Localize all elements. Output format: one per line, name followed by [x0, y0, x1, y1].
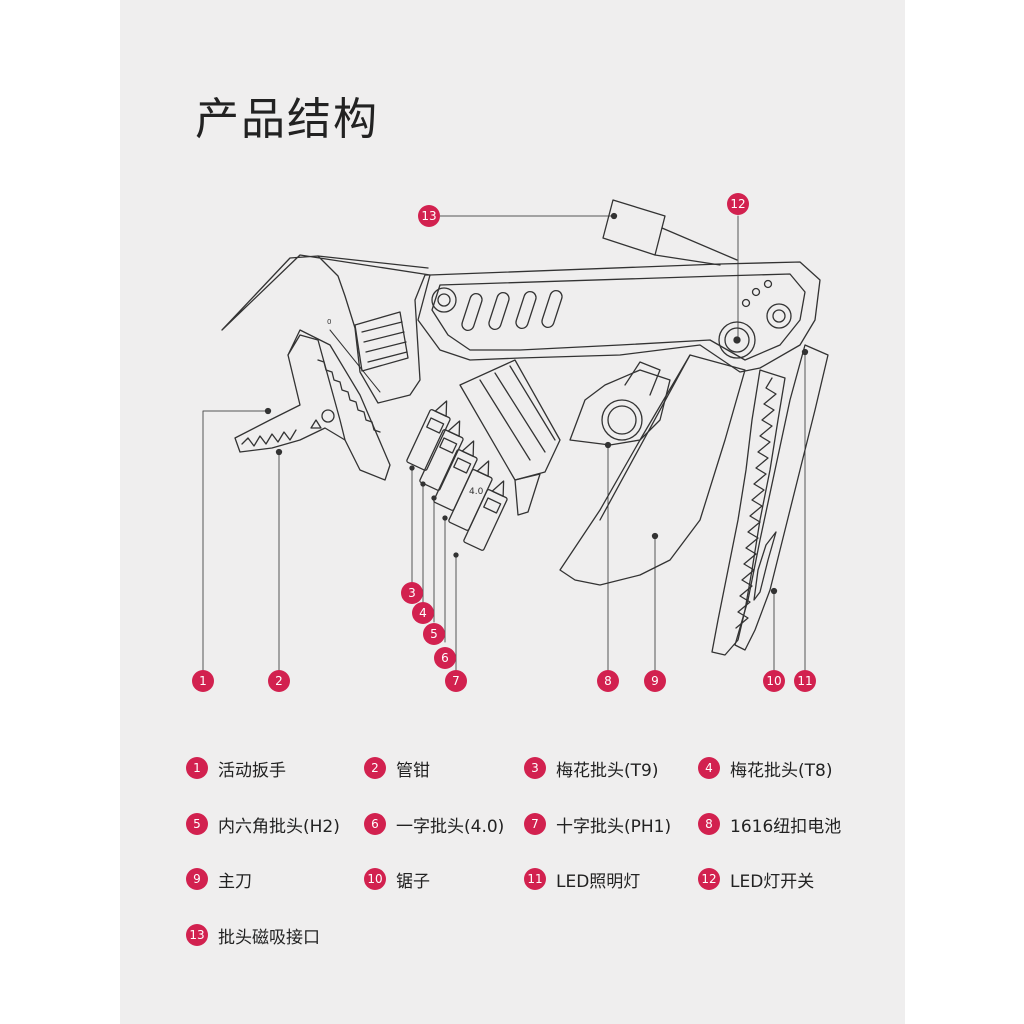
legend-label: 批头磁吸接口: [218, 927, 320, 948]
legend-item-1: 1 活动扳手: [186, 755, 286, 781]
legend-item-11: 11 LED照明灯: [524, 866, 640, 892]
legend-badge: 4: [698, 757, 720, 779]
callout-10: 10: [763, 670, 785, 692]
adjustable-wrench: 0: [221, 254, 431, 404]
legend-item-8: 8 1616纽扣电池: [698, 811, 841, 837]
bit-magnetic-holder: [602, 199, 738, 266]
svg-text:6: 6: [441, 651, 449, 665]
legend-label: 锯子: [396, 871, 430, 892]
callout-5: 5: [423, 623, 445, 645]
leader-lines: [202, 215, 806, 671]
svg-text:3: 3: [408, 586, 416, 600]
svg-text:8: 8: [604, 674, 612, 688]
svg-text:13: 13: [421, 209, 436, 223]
legend-item-5: 5 内六角批头(H2): [186, 811, 340, 837]
callout-13: 13: [418, 205, 440, 227]
callout-2: 2: [268, 670, 290, 692]
legend-label: LED照明灯: [556, 871, 641, 892]
bit-label-4.0: 4.0: [469, 487, 484, 497]
legend-item-9: 9 主刀: [186, 866, 252, 892]
callout-9: 9: [644, 670, 666, 692]
button-battery: [569, 361, 671, 449]
svg-text:7: 7: [452, 674, 460, 688]
page-title: 产品结构: [195, 94, 379, 145]
pipe-wrench-jaw: [234, 329, 391, 481]
legend-item-3: 3 梅花批头(T9): [524, 755, 658, 781]
callout-3: 3: [401, 582, 423, 604]
svg-text:10: 10: [766, 674, 781, 688]
legend-badge: 2: [364, 757, 386, 779]
callout-7: 7: [445, 670, 467, 692]
legend-label: 一字批头(4.0): [396, 816, 505, 837]
svg-text:9: 9: [651, 674, 659, 688]
legend-item-6: 6 一字批头(4.0): [364, 811, 504, 837]
callout-12: 12: [727, 193, 749, 215]
legend-item-10: 10 锯子: [364, 866, 430, 892]
main-handle: [417, 261, 821, 373]
legend-label: 梅花批头(T8): [730, 760, 833, 781]
legend-label: 1616纽扣电池: [730, 816, 842, 837]
legend-badge: 10: [364, 868, 386, 890]
legend-badge: 7: [524, 813, 546, 835]
svg-text:12: 12: [730, 197, 745, 211]
callout-1: 1: [192, 670, 214, 692]
svg-text:4: 4: [419, 606, 427, 620]
legend-item-2: 2 管钳: [364, 755, 430, 781]
legend-badge: 1: [186, 757, 208, 779]
legend-badge: 12: [698, 868, 720, 890]
bit-magazine: [459, 359, 561, 516]
svg-text:2: 2: [275, 674, 283, 688]
legend-badge: 13: [186, 924, 208, 946]
legend-item-4: 4 梅花批头(T8): [698, 755, 832, 781]
legend-label: LED灯开关: [730, 871, 815, 892]
background-panel: [120, 0, 905, 1024]
legend-badge: 5: [186, 813, 208, 835]
legend-item-7: 7 十字批头(PH1): [524, 811, 671, 837]
svg-text:11: 11: [797, 674, 812, 688]
legend-badge: 8: [698, 813, 720, 835]
callout-badges: 1 2 3 4 5 6 7 8 9 10 11 12 13: [192, 193, 816, 692]
legend-badge: 9: [186, 868, 208, 890]
legend-badge: 11: [524, 868, 546, 890]
legend-label: 活动扳手: [218, 760, 286, 781]
screwdriver-bits: 4.0: [406, 400, 508, 558]
svg-text:5: 5: [430, 627, 438, 641]
svg-text:0: 0: [327, 318, 331, 326]
legend-label: 梅花批头(T9): [556, 760, 659, 781]
callout-6: 6: [434, 647, 456, 669]
legend-label: 主刀: [218, 871, 252, 892]
saw-blade: [711, 369, 786, 656]
svg-text:1: 1: [199, 674, 207, 688]
callout-8: 8: [597, 670, 619, 692]
legend-item-12: 12 LED灯开关: [698, 866, 814, 892]
legend-label: 内六角批头(H2): [218, 816, 340, 837]
callout-4: 4: [412, 602, 434, 624]
legend-label: 十字批头(PH1): [556, 816, 672, 837]
callout-11: 11: [794, 670, 816, 692]
legend-label: 管钳: [396, 760, 430, 781]
legend-badge: 6: [364, 813, 386, 835]
led-light-blade: [734, 344, 829, 651]
legend-badge: 3: [524, 757, 546, 779]
legend-item-13: 13 批头磁吸接口: [186, 922, 320, 948]
main-knife-blade: [559, 354, 746, 586]
